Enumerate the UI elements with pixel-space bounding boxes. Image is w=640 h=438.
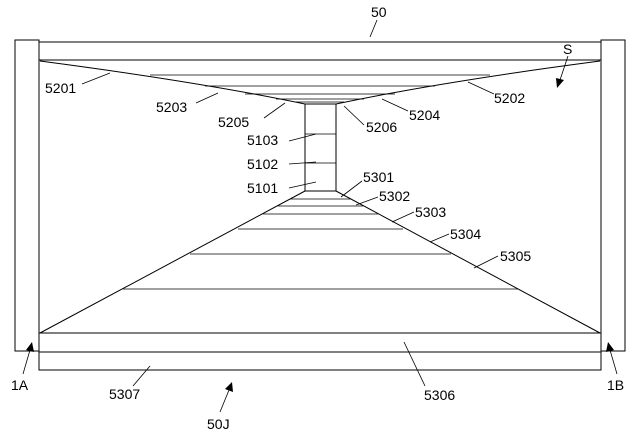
label-s: S	[563, 41, 572, 57]
leader-5103	[289, 134, 316, 141]
label-5203: 5203	[156, 99, 187, 115]
leader-5302	[356, 197, 378, 205]
leader-5205	[264, 103, 285, 118]
pyramid-right-edge	[336, 191, 600, 333]
label-1a: 1A	[11, 377, 29, 393]
label-5305: 5305	[500, 248, 531, 264]
label-5303: 5303	[415, 204, 446, 220]
label-50: 50	[371, 4, 387, 20]
label-5302: 5302	[379, 188, 410, 204]
leader-5203	[196, 93, 218, 103]
right-post	[601, 40, 625, 351]
label-5307: 5307	[109, 386, 140, 402]
leader-5202	[468, 82, 494, 94]
leader-50	[370, 20, 377, 37]
label-5201: 5201	[45, 80, 76, 96]
label-1b: 1B	[607, 377, 624, 393]
label-5102: 5102	[247, 156, 278, 172]
leader-5304	[430, 234, 449, 242]
leader-5101	[289, 182, 316, 188]
label-5204: 5204	[409, 107, 440, 123]
label-5101: 5101	[247, 180, 278, 196]
leader-5303	[392, 212, 414, 222]
label-5301: 5301	[363, 169, 394, 185]
arrow-1b-shaft	[610, 350, 617, 374]
leader-5206	[344, 106, 364, 125]
label-5206: 5206	[366, 119, 397, 135]
label-5103: 5103	[247, 132, 278, 148]
label-5306: 5306	[424, 387, 455, 403]
arrow-1a-shaft	[23, 350, 30, 374]
central-column	[305, 104, 336, 191]
leader-5201	[82, 73, 110, 84]
pyramid-left-edge	[40, 191, 305, 333]
arrow-50j-shaft	[220, 390, 229, 412]
upper-left-curve	[40, 61, 305, 104]
label-5202: 5202	[494, 90, 525, 106]
label-5304: 5304	[450, 226, 481, 242]
leader-5204	[382, 99, 408, 111]
label-5205: 5205	[218, 114, 249, 130]
leader-5301	[341, 181, 362, 197]
leader-5306	[404, 342, 425, 386]
leader-5307	[133, 366, 150, 386]
arrow-50j-head	[225, 382, 233, 392]
leader-5305	[474, 256, 498, 268]
label-50j: 50J	[207, 416, 230, 432]
arrow-s-head	[556, 78, 564, 88]
top-beam	[39, 42, 601, 60]
bottom-strip	[39, 352, 601, 370]
left-post	[15, 40, 39, 351]
